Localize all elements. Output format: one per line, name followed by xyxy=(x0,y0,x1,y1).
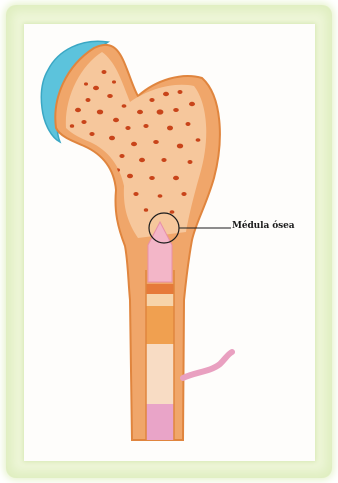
marrow-yellow xyxy=(146,294,174,306)
marrow-label: Médula ósea xyxy=(232,221,294,231)
marrow-lower xyxy=(146,344,174,404)
marrow-band-orange xyxy=(146,306,174,344)
epiphyseal-band xyxy=(146,284,174,294)
marrow-bottom xyxy=(146,404,174,440)
blood-vessel xyxy=(183,352,232,378)
